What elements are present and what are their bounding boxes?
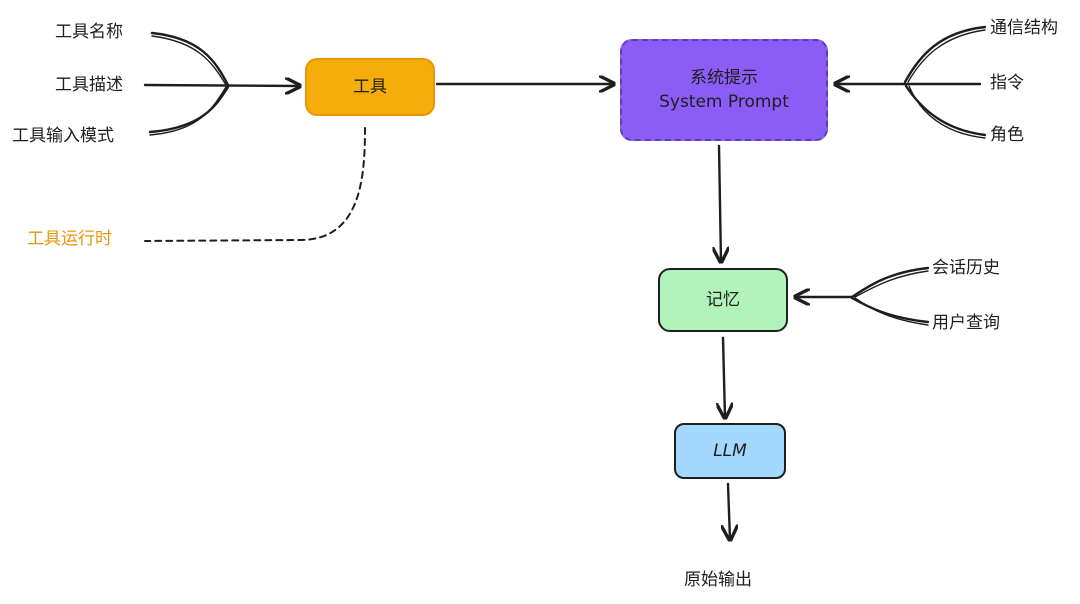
edge-history-2 <box>854 270 929 298</box>
edge-llm-to-output <box>728 482 730 540</box>
system-prompt-node: 系统提示 System Prompt <box>620 39 828 141</box>
system-input-label: 角色 <box>990 125 1024 145</box>
edge-comm-structure <box>903 25 987 84</box>
edge-role-2 <box>908 85 986 139</box>
edge-system-to-memory <box>719 144 721 262</box>
edge-history <box>850 266 930 299</box>
system-input-label: 通信结构 <box>990 18 1058 38</box>
system-prompt-label-en: System Prompt <box>659 92 789 112</box>
edge-memory-to-llm <box>723 336 725 418</box>
llm-node-label: LLM <box>713 441 747 461</box>
edge-tool-desc <box>143 85 300 86</box>
tool-input-label: 工具名称 <box>55 22 123 42</box>
tool-input-label: 工具输入模式 <box>12 126 114 146</box>
system-prompt-label-cn: 系统提示 <box>690 68 758 88</box>
edge-tool-name-2 <box>151 35 227 86</box>
llm-node: LLM <box>674 423 786 479</box>
edge-tool-runtime <box>144 127 366 242</box>
edge-comm-structure-2 <box>907 29 986 83</box>
edge-role <box>904 84 987 137</box>
memory-input-label: 用户查询 <box>932 313 1000 333</box>
memory-node: 记忆 <box>658 268 788 332</box>
tools-node: 工具 <box>305 58 435 116</box>
memory-input-label: 会话历史 <box>932 258 1000 278</box>
tool-runtime-label: 工具运行时 <box>27 229 112 249</box>
edge-tool-name <box>150 31 230 87</box>
output-label: 原始输出 <box>684 570 752 590</box>
edge-tool-schema-2 <box>149 86 227 136</box>
memory-node-label: 记忆 <box>706 290 740 310</box>
edge-query <box>850 296 930 324</box>
tool-input-label: 工具描述 <box>55 75 123 95</box>
tools-node-label: 工具 <box>353 77 387 97</box>
edge-query-2 <box>854 297 929 326</box>
system-input-label: 指令 <box>990 73 1024 93</box>
